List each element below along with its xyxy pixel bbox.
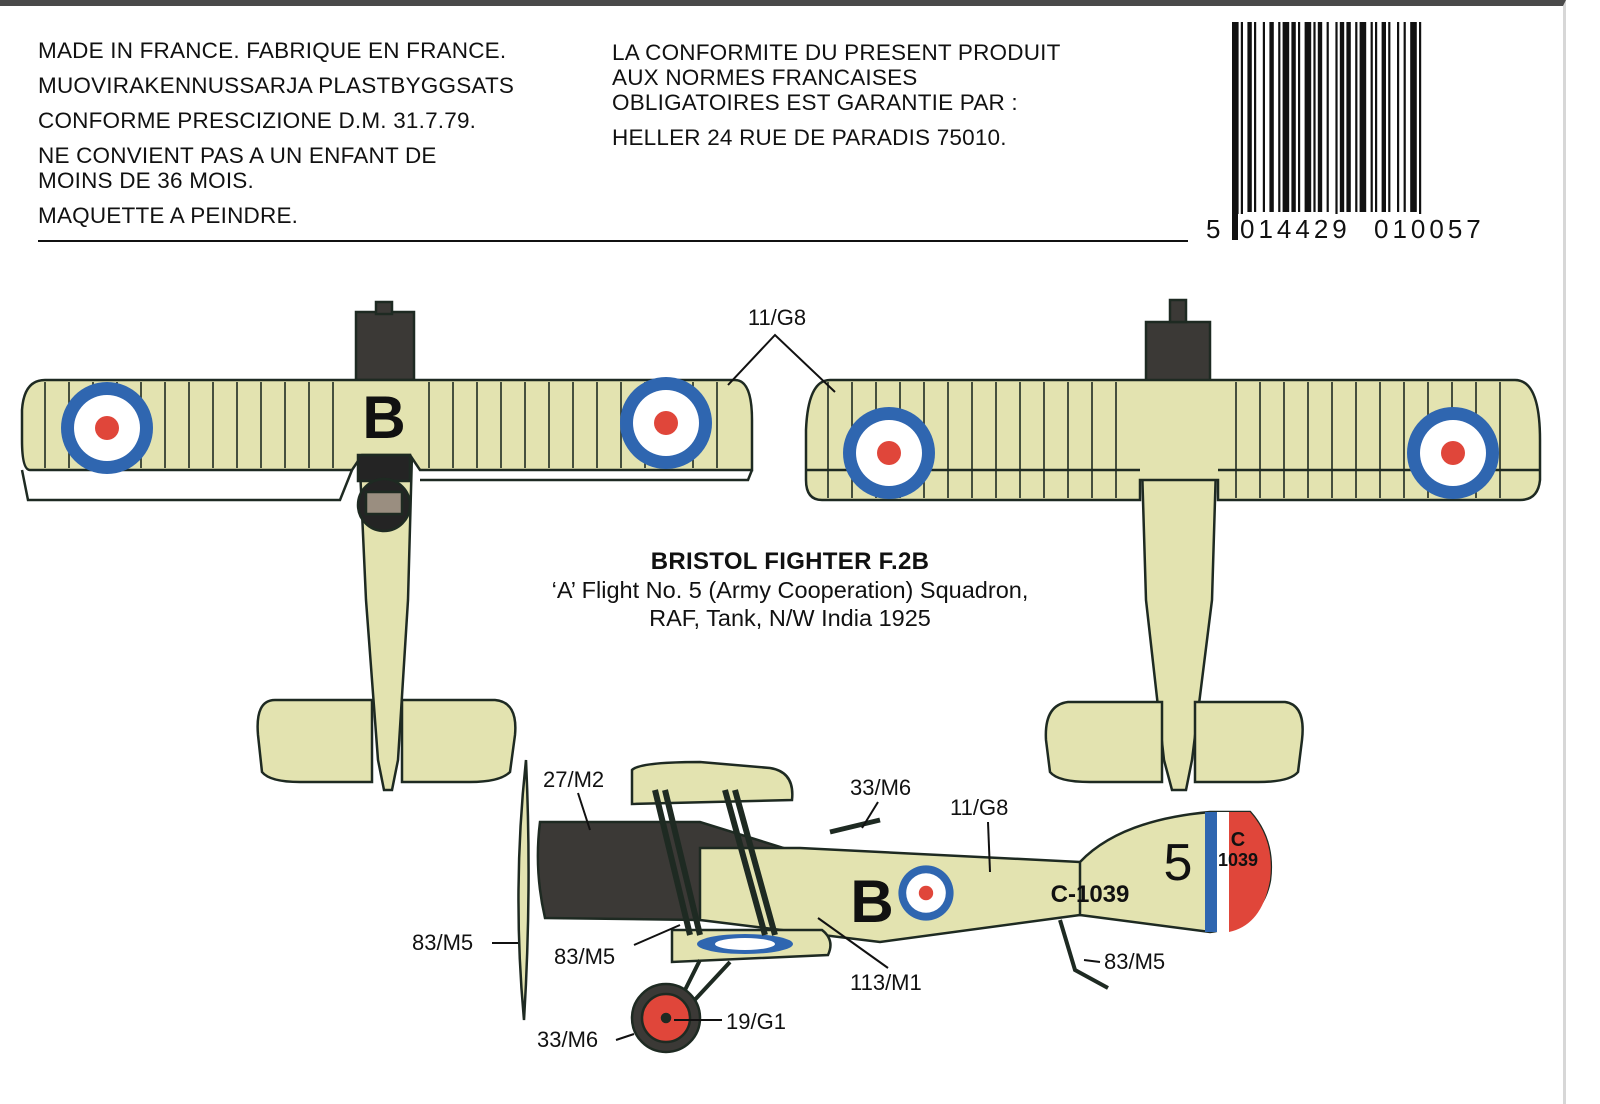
rudder-serial-bottom: 1039: [1218, 850, 1258, 870]
barcode-bar: [1269, 22, 1274, 212]
divider-rule: [38, 240, 1188, 242]
callout-leader: [987, 821, 991, 873]
roundel: [898, 865, 954, 921]
legal-line: MOINS DE 36 MOIS.: [38, 168, 254, 193]
roundel: [843, 407, 935, 499]
legal-line: LA CONFORMITE DU PRESENT PRODUIT: [612, 40, 1061, 65]
barcode-bar: [1304, 22, 1312, 212]
barcode-bar: [1298, 22, 1301, 212]
barcode-bar: [1262, 22, 1265, 212]
barcode-bar: [1375, 22, 1378, 212]
barcode-bar: [1282, 22, 1290, 212]
barcode-bar: [1326, 22, 1329, 212]
barcode-bar: [1397, 22, 1400, 212]
barcode-digit-group: 010057: [1372, 214, 1487, 245]
legal-line: MADE IN FRANCE. FABRIQUE EN FRANCE.: [38, 38, 507, 63]
barcode-bar: [1240, 22, 1243, 240]
callout-leader: [615, 1033, 635, 1041]
barcode-bar: [1346, 22, 1351, 212]
legal-line: NE CONVIENT PAS A UN ENFANT DE: [38, 143, 437, 168]
barcode-bar: [1278, 22, 1281, 212]
callout-label: 113/M1: [850, 970, 922, 995]
aircraft-title: BRISTOL FIGHTER F.2B: [650, 548, 930, 575]
barcode-bar: [1388, 22, 1391, 212]
legal-line: HELLER 24 RUE DE PARADIS 75010.: [612, 125, 1007, 150]
under-view-aircraft: [804, 298, 1542, 792]
barcode-bar: [1370, 22, 1373, 212]
barcode-digit-lead: 5: [1204, 214, 1227, 245]
callout-label: 11/G8: [748, 305, 806, 330]
legal-line: CONFORME PRESCIZIONE D.M. 31.7.79.: [38, 108, 477, 133]
barcode-bar: [1254, 22, 1257, 212]
legal-line: MAQUETTE A PEINDRE.: [38, 203, 299, 228]
fin-number: 5: [1164, 834, 1193, 892]
roundel: [1407, 407, 1499, 499]
barcode-bar: [1339, 22, 1345, 212]
callout-leader: [817, 917, 889, 969]
barcode-bar: [1317, 22, 1323, 212]
barcode-digits: 5 014429 010057: [1204, 214, 1522, 246]
callout-label: 27/M2: [543, 767, 604, 792]
legal-line: AUX NORMES FRANCAISES: [612, 65, 918, 90]
roundel: [620, 377, 712, 469]
aircraft-caption: BRISTOL FIGHTER F.2B ‘A’ Flight No. 5 (A…: [440, 548, 1140, 632]
top-view-aircraft: [20, 300, 754, 792]
legal-text-right: LA CONFORMITE DU PRESENT PRODUIT AUX NOR…: [612, 40, 1172, 150]
callout-label: 83/M5: [1104, 949, 1165, 974]
barcode-digit-group: 014429: [1238, 214, 1353, 245]
barcode-bar: [1403, 22, 1406, 212]
rudder-serial-top: C: [1231, 829, 1245, 851]
callout-label: 83/M5: [554, 944, 615, 969]
barcode-bar: [1359, 22, 1367, 212]
barcode: [1232, 22, 1422, 240]
callout-label: 33/M6: [850, 775, 911, 800]
callout-leader: [727, 333, 836, 393]
barcode-bar: [1335, 22, 1338, 240]
roundel: [61, 382, 153, 474]
callout-label: 33/M6: [537, 1027, 598, 1052]
callout-leader: [861, 801, 879, 829]
callout-label: 83/M5: [412, 930, 473, 955]
barcode-bar: [1410, 22, 1417, 212]
wing-letter: B: [362, 384, 405, 451]
aircraft-subtitle-line: ‘A’ Flight No. 5 (Army Cooperation) Squa…: [551, 577, 1029, 603]
fuselage-serial: C-1039: [1051, 881, 1130, 908]
callout-leader: [633, 924, 681, 946]
barcode-bar: [1232, 22, 1239, 240]
barcode-bar: [1381, 22, 1386, 212]
side-view-aircraft: [517, 759, 1272, 1054]
callout-leader: [1083, 959, 1101, 963]
callout-label: 11/G8: [950, 795, 1008, 820]
barcode-bar: [1291, 22, 1296, 212]
legal-line: OBLIGATOIRES EST GARANTIE PAR :: [612, 90, 1018, 115]
callout-leader: [577, 792, 591, 831]
barcode-bar: [1313, 22, 1316, 212]
aircraft-subtitle-line: RAF, Tank, N/W India 1925: [649, 605, 931, 631]
callout-label: 19/G1: [726, 1009, 786, 1034]
fuselage-letter: B: [850, 868, 893, 935]
legal-line: MUOVIRAKENNUSSARJA PLASTBYGGSATS: [38, 73, 515, 98]
legal-text-left: MADE IN FRANCE. FABRIQUE EN FRANCE. MUOV…: [38, 38, 598, 238]
barcode-bar: [1419, 22, 1422, 240]
barcode-bar: [1247, 22, 1252, 212]
barcode-bar: [1355, 22, 1358, 212]
